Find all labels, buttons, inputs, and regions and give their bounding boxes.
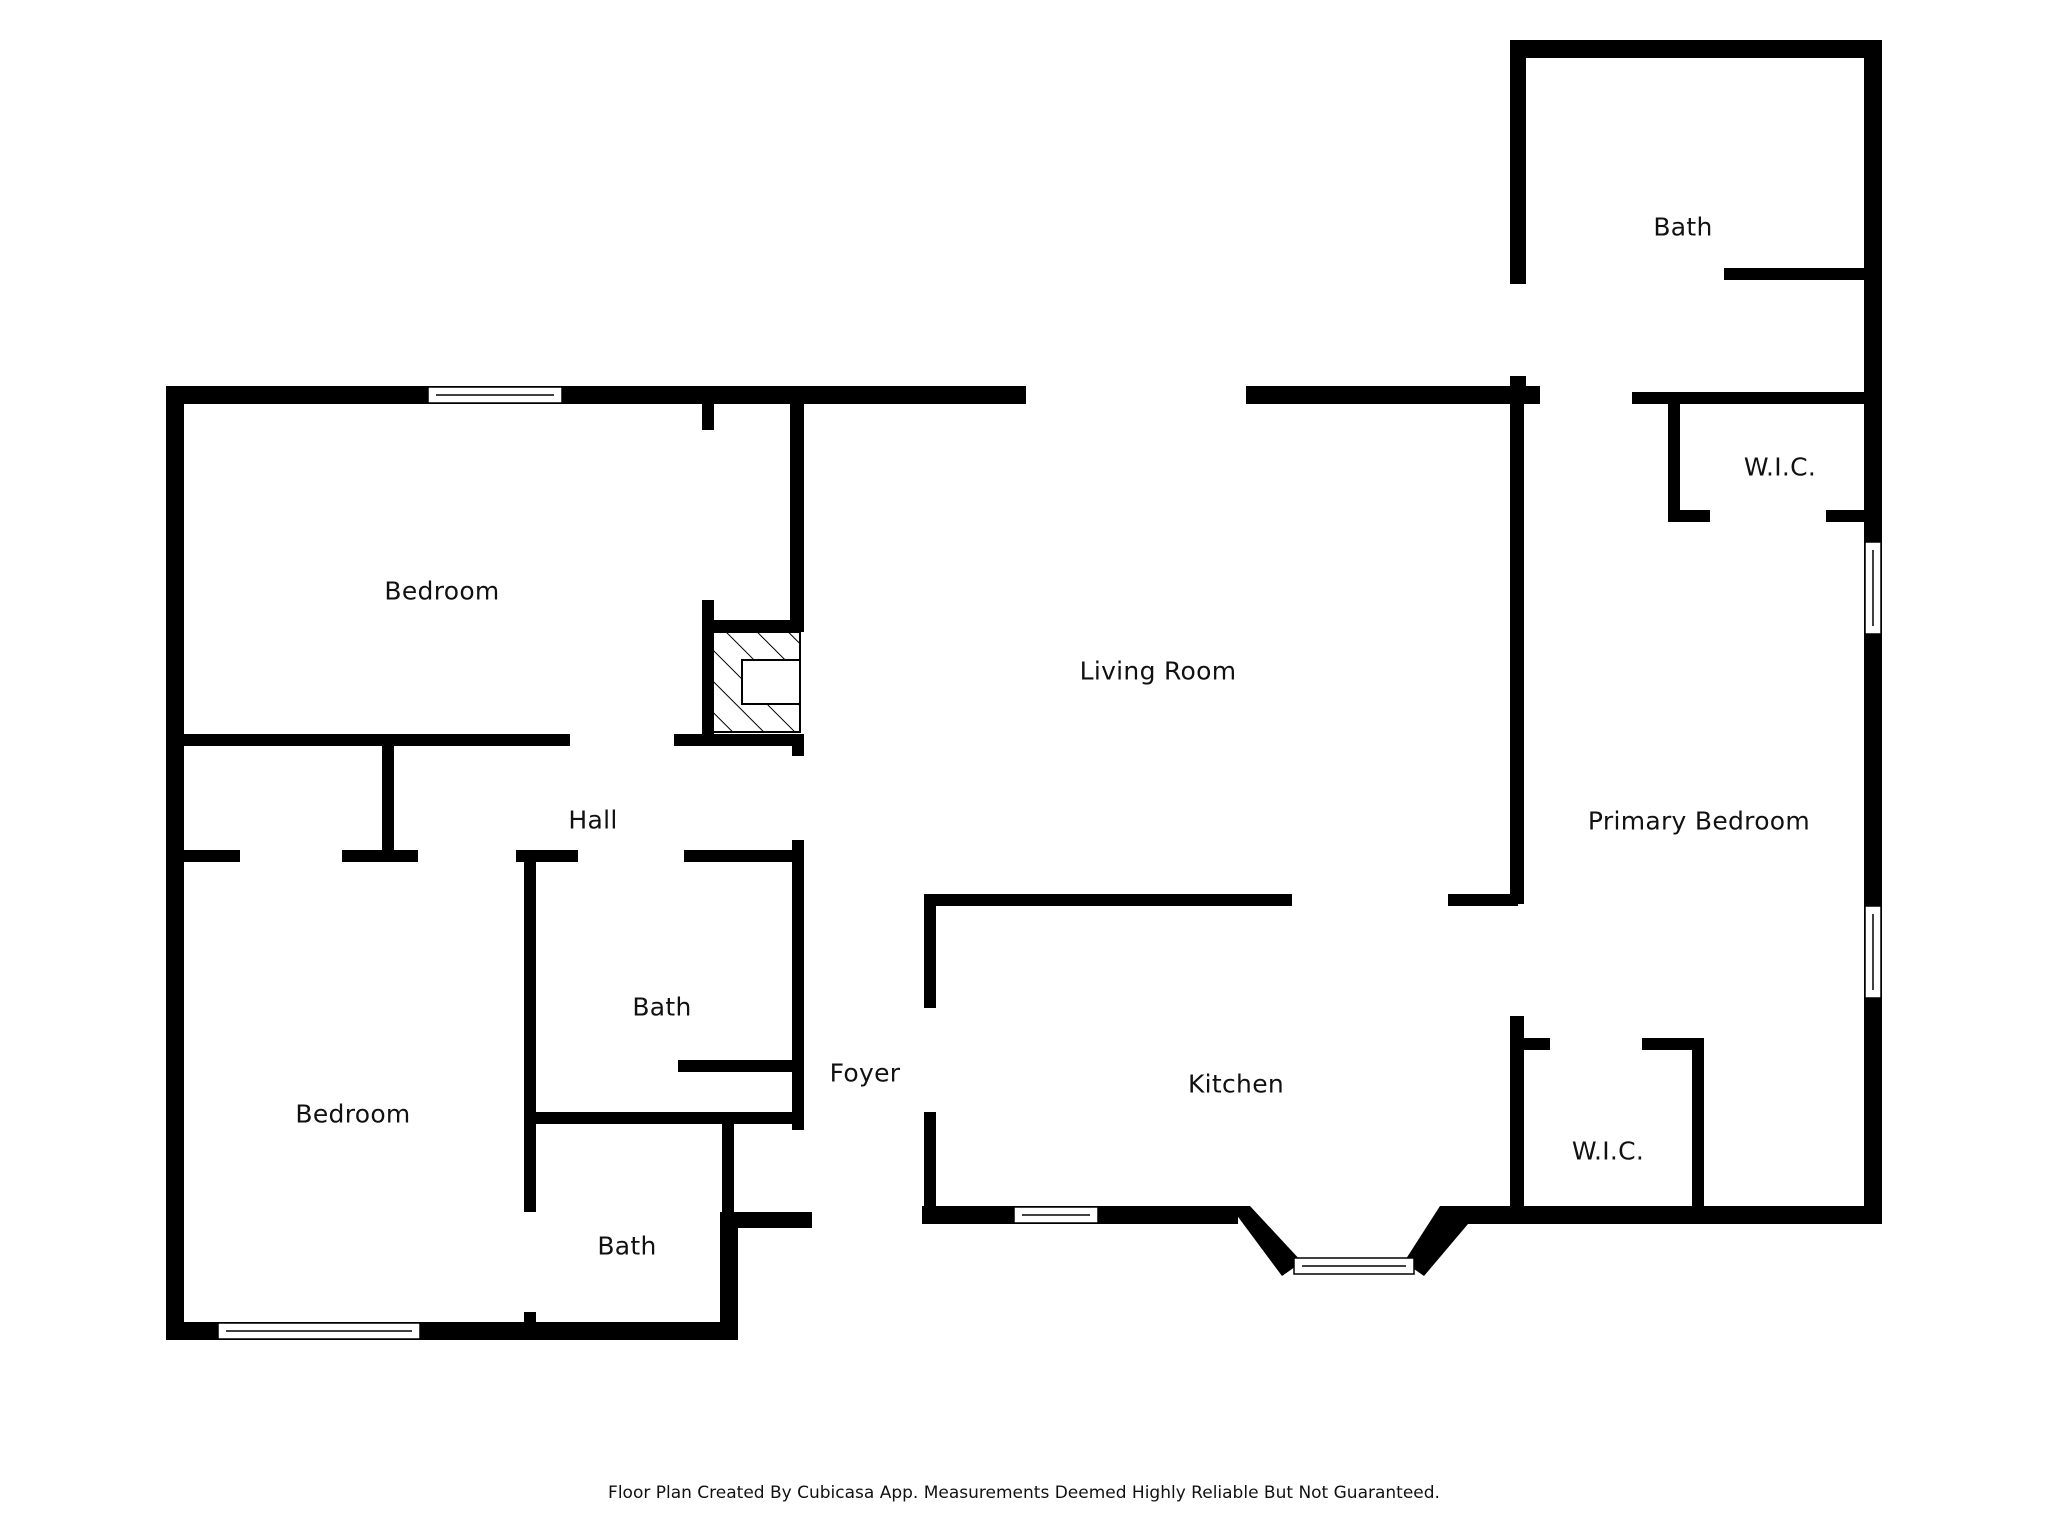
- room-label-living-room: Living Room: [1079, 656, 1237, 686]
- interior-walls: [176, 268, 1874, 1340]
- room-label-foyer: Foyer: [829, 1058, 901, 1088]
- room-label-hall: Hall: [568, 805, 618, 835]
- room-label-bath-small: Bath: [597, 1231, 657, 1261]
- room-label-wic-bottom: W.I.C.: [1571, 1136, 1645, 1166]
- room-label-primary-bedroom: Primary Bedroom: [1587, 806, 1811, 836]
- room-label-bath-hall: Bath: [632, 992, 692, 1022]
- room-label-bedroom-top: Bedroom: [384, 576, 500, 606]
- windows: [217, 386, 1882, 1340]
- room-label-primary-bath: Bath: [1653, 212, 1713, 242]
- room-label-wic-top: W.I.C.: [1743, 452, 1817, 482]
- room-label-kitchen: Kitchen: [1187, 1069, 1285, 1099]
- footer-disclaimer: Floor Plan Created By Cubicasa App. Meas…: [608, 1483, 1440, 1503]
- fireplace: [711, 631, 801, 733]
- room-label-bedroom-bottom: Bedroom: [295, 1099, 411, 1129]
